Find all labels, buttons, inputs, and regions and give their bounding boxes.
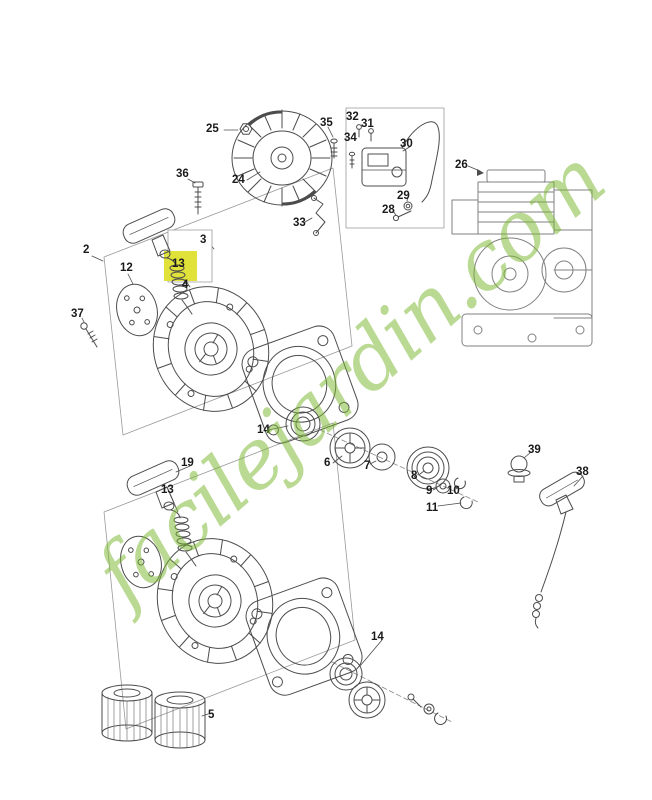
carburetor-box: [345, 107, 445, 229]
part-label-39[interactable]: 39: [528, 444, 541, 456]
carburetor-part: [361, 121, 440, 222]
ignition-spring-part: [304, 195, 326, 236]
clutch-parts-row: [267, 406, 479, 510]
part-label-4[interactable]: 4: [182, 279, 189, 291]
part-label-19[interactable]: 19: [181, 457, 194, 469]
part-label-13a[interactable]: 13: [172, 258, 185, 270]
part-label-31[interactable]: 31: [361, 118, 374, 130]
part-label-30[interactable]: 30: [400, 138, 413, 150]
part-label-6[interactable]: 6: [324, 457, 331, 469]
part-label-29[interactable]: 29: [397, 190, 410, 202]
part-label-13b[interactable]: 13: [161, 484, 174, 496]
nut-part: [223, 123, 253, 135]
part-label-11[interactable]: 11: [426, 502, 439, 514]
handle-38-part: [532, 471, 585, 629]
part-label-14b[interactable]: 14: [371, 631, 384, 643]
part-label-35[interactable]: 35: [320, 117, 333, 129]
part-label-9[interactable]: 9: [426, 485, 433, 497]
screw-36-part: [187, 178, 204, 215]
upper-assembly-box: [103, 167, 353, 436]
small-screws: [327, 124, 374, 169]
part-label-25[interactable]: 25: [206, 123, 219, 135]
part-label-5[interactable]: 5: [208, 709, 215, 721]
filter-parts: [101, 684, 209, 749]
part-label-33[interactable]: 33: [293, 217, 306, 229]
part-label-34[interactable]: 34: [344, 132, 357, 144]
lower-assembly-box: [103, 422, 356, 730]
part-label-14a[interactable]: 14: [257, 424, 270, 436]
primer-part: [507, 451, 532, 483]
part-label-7[interactable]: 7: [364, 460, 371, 472]
flywheel-part: [231, 109, 333, 207]
screw-37-part: [80, 317, 98, 348]
part-label-28[interactable]: 28: [382, 204, 395, 216]
part-label-32[interactable]: 32: [346, 111, 359, 123]
part-label-2[interactable]: 2: [83, 244, 90, 256]
engine-part: [451, 169, 593, 347]
part-label-36[interactable]: 36: [176, 168, 189, 180]
part-label-37[interactable]: 37: [71, 308, 84, 320]
part-label-8[interactable]: 8: [411, 470, 418, 482]
starter-assembly: [116, 208, 359, 444]
part-label-12[interactable]: 12: [120, 262, 133, 274]
part-label-3[interactable]: 3: [200, 234, 207, 246]
part-label-24[interactable]: 24: [232, 174, 245, 186]
part-label-10[interactable]: 10: [447, 485, 460, 497]
lower-parts-row: [329, 639, 453, 725]
part-label-38[interactable]: 38: [576, 466, 589, 478]
part-label-26[interactable]: 26: [455, 159, 468, 171]
